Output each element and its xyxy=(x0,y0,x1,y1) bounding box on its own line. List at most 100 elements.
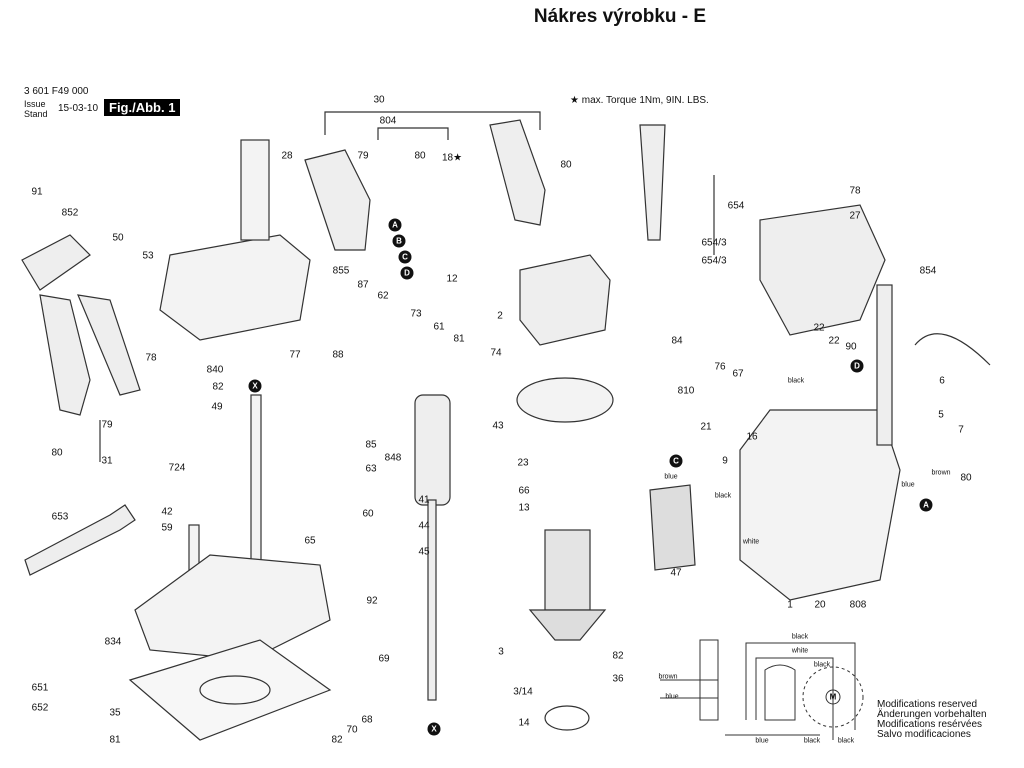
part-label: 41 xyxy=(418,494,430,506)
part-label: 53 xyxy=(142,250,154,262)
schematic-wire-label: white xyxy=(791,647,809,655)
sole-plate xyxy=(128,639,332,741)
part-label: 28 xyxy=(281,150,293,162)
wire-label: black xyxy=(714,492,732,500)
handle-cover-left xyxy=(304,149,371,251)
issue-date: 15-03-10 xyxy=(58,103,99,114)
part-label: 9 xyxy=(722,455,728,467)
grip-852 xyxy=(21,234,91,291)
knob-654 xyxy=(639,124,666,241)
schematic-wire-label: black xyxy=(813,661,831,669)
part-label: 92 xyxy=(366,595,378,607)
wire-label: blue xyxy=(901,481,915,489)
part-label: 70 xyxy=(346,724,358,736)
connection-marker: C xyxy=(398,250,412,264)
part-label: 13 xyxy=(518,502,530,514)
part-label: 82 xyxy=(212,381,224,393)
part-label: 14 xyxy=(518,717,530,729)
part-label: 59 xyxy=(161,522,173,534)
part-label: 854 xyxy=(919,265,937,277)
modifications-notice: Modifications reserved Änderungen vorbeh… xyxy=(877,700,987,740)
handle-cover-right xyxy=(489,119,546,226)
bearing-14 xyxy=(544,705,590,731)
part-label: 834 xyxy=(104,636,122,648)
part-label: 43 xyxy=(492,420,504,432)
part-label: 18★ xyxy=(441,152,463,164)
part-label: 20 xyxy=(814,599,826,611)
connection-marker: A xyxy=(919,498,933,512)
part-label: 91 xyxy=(31,186,43,198)
schematic-wire-label: black xyxy=(837,737,855,745)
connection-marker: C xyxy=(669,454,683,468)
part-label: 84 xyxy=(671,335,683,347)
part-number: 3 601 F49 000 xyxy=(24,86,89,97)
part-label: 2 xyxy=(497,310,503,322)
part-label: 7 xyxy=(958,424,964,436)
torque-note: ★ max. Torque 1Nm, 9IN. LBS. xyxy=(570,95,709,106)
part-label: 88 xyxy=(332,349,344,361)
part-label: 22 xyxy=(828,335,840,347)
part-label: 78 xyxy=(849,185,861,197)
part-label: 840 xyxy=(206,364,224,376)
part-label: 80 xyxy=(960,472,972,484)
part-label: 724 xyxy=(168,462,186,474)
part-label: 60 xyxy=(362,508,374,520)
threaded-rod-45 xyxy=(427,499,437,701)
mod-es: Salvo modificaciones xyxy=(877,729,971,740)
part-label: 61 xyxy=(433,321,445,333)
part-label: 45 xyxy=(418,546,430,558)
part-label: 47 xyxy=(670,567,682,579)
part-label: 654 xyxy=(727,200,745,212)
connection-marker: X xyxy=(427,722,441,736)
armature-3 xyxy=(544,529,591,611)
part-label: 3/14 xyxy=(513,686,533,698)
motor-housing-top xyxy=(159,234,311,341)
connection-marker: X xyxy=(248,379,262,393)
handle-31 xyxy=(39,294,91,416)
part-label: 42 xyxy=(161,506,173,518)
spring-848 xyxy=(414,394,451,506)
part-label: 49 xyxy=(211,401,223,413)
part-label: 67 xyxy=(732,368,744,380)
part-label: 653 xyxy=(51,511,69,523)
sole-opening xyxy=(199,675,271,705)
part-label: 81 xyxy=(453,333,465,345)
schematic-wire-label: black xyxy=(803,737,821,745)
motor-housing-1 xyxy=(739,409,901,601)
base-plate xyxy=(134,554,331,661)
part-label: 44 xyxy=(418,520,430,532)
part-label: 81 xyxy=(109,734,121,746)
fan-guide-43 xyxy=(516,377,614,423)
part-label: 66 xyxy=(518,485,530,497)
part-label: 73 xyxy=(410,308,422,320)
bracket-804 xyxy=(377,127,449,140)
depth-rod-854 xyxy=(876,284,893,446)
part-label: 63 xyxy=(365,463,377,475)
part-label: 852 xyxy=(61,207,79,219)
part-label: 855 xyxy=(332,265,350,277)
part-label: 3 xyxy=(498,646,504,658)
part-label: 1 xyxy=(787,599,793,611)
connection-marker: A xyxy=(388,218,402,232)
wrench-653 xyxy=(24,504,136,576)
part-label: 23 xyxy=(517,457,529,469)
part-label: 62 xyxy=(377,290,389,302)
part-label: 76 xyxy=(714,361,726,373)
handle-79 xyxy=(77,294,141,396)
part-label: 90 xyxy=(845,341,857,353)
mod-en: Modifications reserved xyxy=(877,699,978,710)
motor-symbol: M xyxy=(829,692,837,702)
wire-label: white xyxy=(742,538,760,546)
connection-marker: B xyxy=(392,234,406,248)
bracket-30 xyxy=(324,111,541,135)
stator-2 xyxy=(519,254,611,346)
armature-fan xyxy=(528,609,607,641)
part-label: 808 xyxy=(849,599,867,611)
part-label: 30 xyxy=(373,94,385,106)
part-label: 79 xyxy=(357,150,369,162)
part-label: 848 xyxy=(384,452,402,464)
part-label: 810 xyxy=(677,385,695,397)
wire-label: brown xyxy=(931,469,951,477)
issue-label: Issue xyxy=(24,99,46,109)
part-label: 82 xyxy=(612,650,624,662)
